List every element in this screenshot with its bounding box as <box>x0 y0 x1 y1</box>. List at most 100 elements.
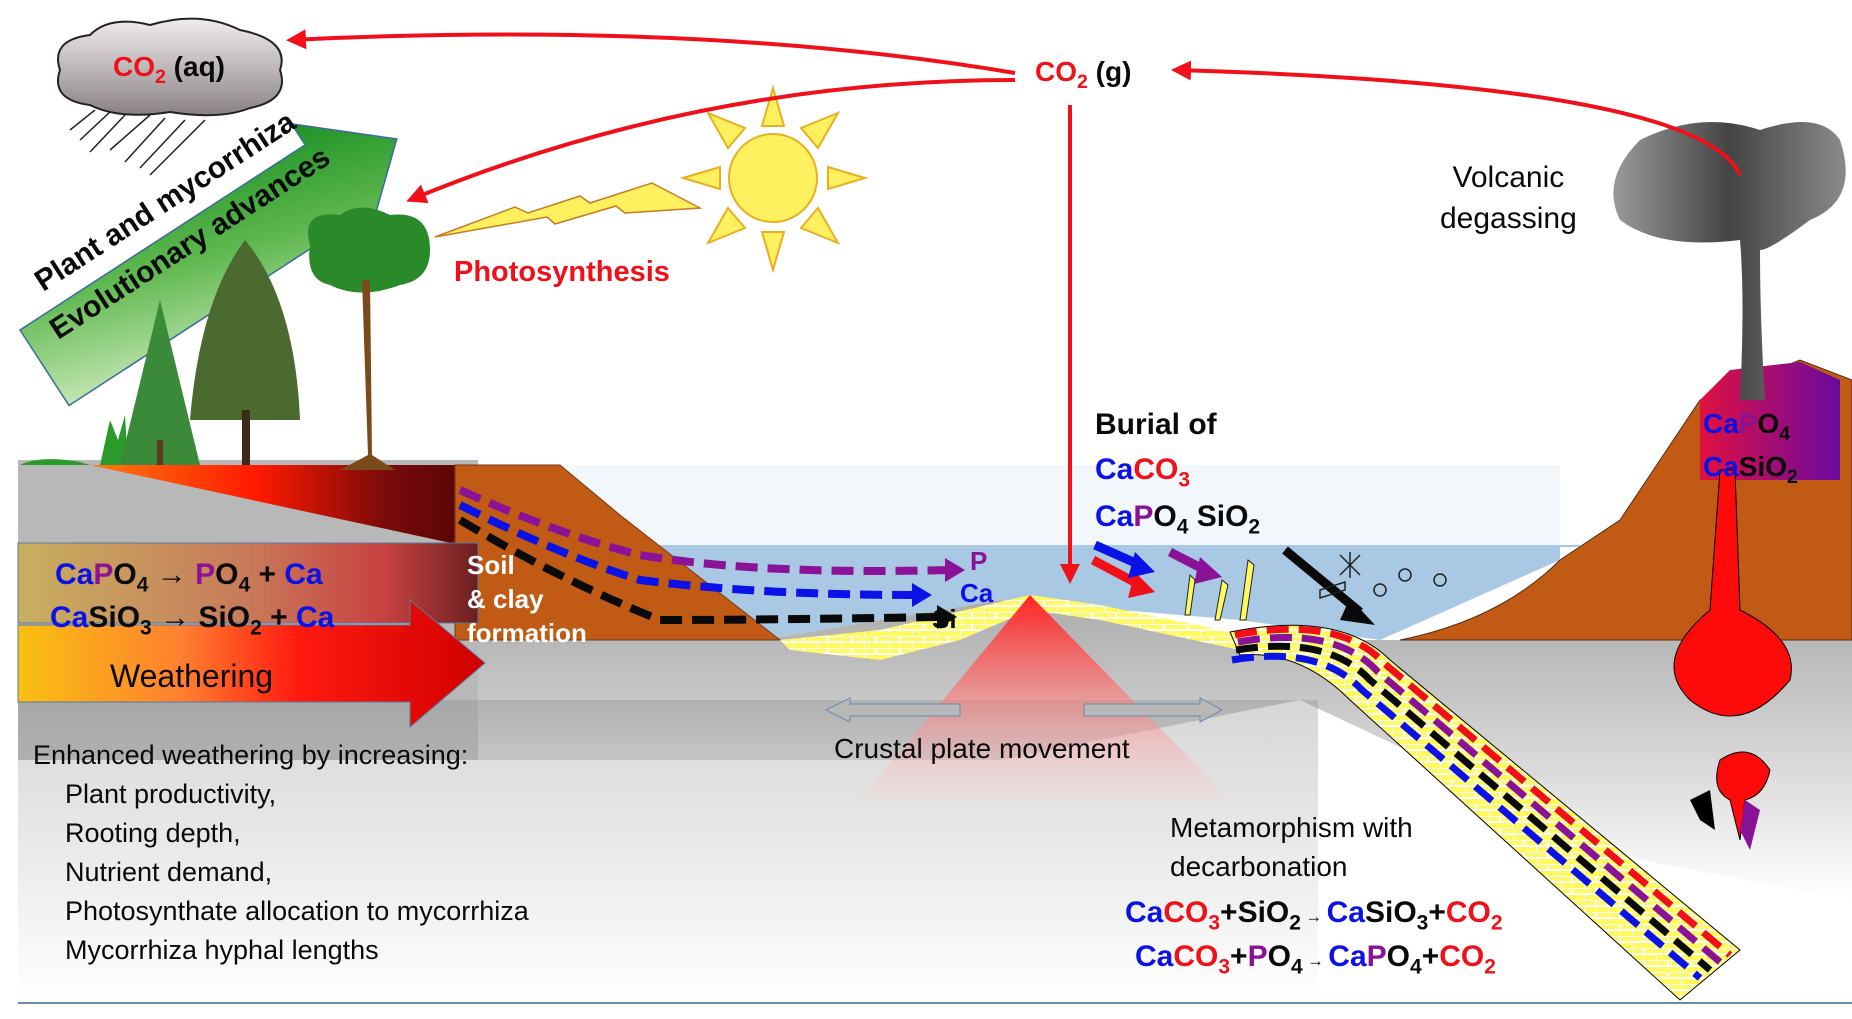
metamorphism-reaction-1: CaCO3+SiO2 → CaSiO3+CO2 <box>1125 896 1503 934</box>
formula-part: P <box>1366 940 1387 973</box>
formula-part: +SiO <box>1220 896 1290 929</box>
formula-part: 2 <box>1787 465 1798 488</box>
enhanced-weathering-heading: Enhanced weathering by increasing: <box>33 740 469 770</box>
formula-part: Ca <box>284 558 323 591</box>
formula-part: Ca <box>1095 500 1134 533</box>
formula-part: Ca <box>295 601 335 634</box>
root-zone <box>90 465 460 545</box>
formula-part: + <box>250 558 285 591</box>
co2-aq-label: CO2 (aq) <box>113 51 226 88</box>
list-item: Mycorrhiza hyphal lengths <box>65 935 379 965</box>
formula-part: 4 <box>238 573 251 597</box>
formula-part: CO <box>1445 896 1491 929</box>
flow-arrow-si <box>457 516 941 625</box>
formula-part: 3 <box>140 616 152 640</box>
list-item: Rooting depth, <box>65 818 241 848</box>
plankton-icons <box>1319 552 1447 600</box>
broadleaf-tree <box>308 207 430 293</box>
sun-icon <box>679 84 869 274</box>
bedrock <box>18 465 1852 900</box>
flow-arrow-p <box>458 486 951 575</box>
formula-part: O <box>1153 500 1177 533</box>
formula-part: 2 <box>1248 515 1261 539</box>
formula-part: O <box>1757 408 1780 439</box>
formula-part: 2 <box>250 616 262 640</box>
pine-tree <box>190 240 300 420</box>
formula-part: 3 <box>1178 468 1191 492</box>
magma-chamber <box>1673 469 1792 717</box>
formula-part: Ca <box>50 601 89 634</box>
arrow-volcano-to-co2g <box>1171 60 1742 176</box>
formula-part: → <box>1302 952 1329 970</box>
co2-g-label: CO2 (g) <box>1035 56 1132 93</box>
burial-arrow-black <box>1282 546 1363 616</box>
rain-cloud <box>57 17 283 176</box>
formula-part: + <box>261 601 296 634</box>
weathering-reaction-2: CaSiO3 → SiO2 + Ca <box>50 601 335 639</box>
formula-part: Ca <box>1326 896 1365 929</box>
plate-arrow-right <box>1083 697 1224 723</box>
burial-species-2: CaPO4 SiO2 <box>1095 500 1260 538</box>
formula-part: 2 <box>1484 955 1496 979</box>
formula-part: SiO <box>1364 896 1417 929</box>
enhanced-weathering-block: Enhanced weathering by increasing: Plant… <box>33 742 529 976</box>
formula-part: + <box>1428 896 1446 929</box>
flow-label-si: Si <box>932 604 957 634</box>
formula-part: O <box>113 558 137 591</box>
conifer-tree <box>120 300 200 465</box>
evolution-arrow <box>18 122 398 407</box>
volcano-top <box>1700 362 1840 480</box>
formula-part: 4 <box>1410 955 1422 979</box>
formula-part: O <box>215 558 239 591</box>
formula-part: 4 <box>1779 422 1791 445</box>
formula-part: Ca <box>1703 451 1739 482</box>
coral-icons <box>1184 559 1255 621</box>
formula-part: SiO <box>198 601 251 634</box>
enhanced-weathering-list: Plant productivity, Rooting depth, Nutri… <box>33 781 529 964</box>
magma-blob <box>1716 751 1771 841</box>
formula-part: Ca <box>55 558 94 591</box>
formula-part: 3 <box>1218 955 1231 979</box>
formula-part: P <box>195 558 216 591</box>
formula-part: CO <box>1133 453 1179 486</box>
formula-part: 3 <box>1416 911 1429 935</box>
formula-part: Ca <box>1135 940 1174 973</box>
burial-arrow-red <box>1090 556 1143 589</box>
formula-part: 4 <box>136 573 149 597</box>
volcanic-degassing-label: Volcanic degassing <box>1440 161 1577 235</box>
formula-part: → <box>148 558 196 591</box>
formula-part: P <box>1133 500 1154 533</box>
crustal-plate-label: Crustal plate movement <box>834 733 1130 764</box>
formula-part: 4 <box>1290 955 1303 979</box>
flow-label-ca: Ca <box>960 578 994 608</box>
list-item: Nutrient demand, <box>65 857 273 887</box>
formula-part: O <box>1386 940 1411 973</box>
formula-part: Ca <box>1703 408 1739 439</box>
arrow-co2g-to-tree <box>406 78 1016 204</box>
formula-part: 4 <box>1176 515 1189 539</box>
formula-part: → <box>151 601 199 634</box>
plate-arrow-left <box>824 697 961 723</box>
formula-part: SiO <box>88 601 141 634</box>
weathering-label: Weathering <box>110 658 274 694</box>
metamorphism-reaction-2: CaCO3+PO4 → CaPO4+CO2 <box>1135 940 1496 978</box>
photosynthesis-label: Photosynthesis <box>454 256 670 288</box>
volcano-species-1: CaPO4 <box>1703 408 1790 444</box>
metamorphism-label: Metamorphism with decarbonation <box>1170 812 1413 883</box>
subducting-slab <box>1229 624 1741 1001</box>
formula-part: P <box>1247 940 1268 973</box>
formula-part: + <box>1230 940 1248 973</box>
mid-ocean-ridge <box>860 595 1230 800</box>
formula-part: CO <box>1163 896 1209 929</box>
formula-part: P <box>93 558 114 591</box>
weathering-reaction-1: CaPO4 → PO4 + Ca <box>55 558 323 596</box>
formula-part: CO <box>1173 940 1219 973</box>
flow-arrow-ca <box>458 501 916 599</box>
weathering-reaction-box <box>17 542 479 624</box>
arrow-co2g-to-cloud <box>286 29 1016 75</box>
list-item: Photosynthate allocation to mycorrhiza <box>65 896 529 926</box>
trees <box>20 207 430 470</box>
flow-label-p: P <box>970 546 988 576</box>
